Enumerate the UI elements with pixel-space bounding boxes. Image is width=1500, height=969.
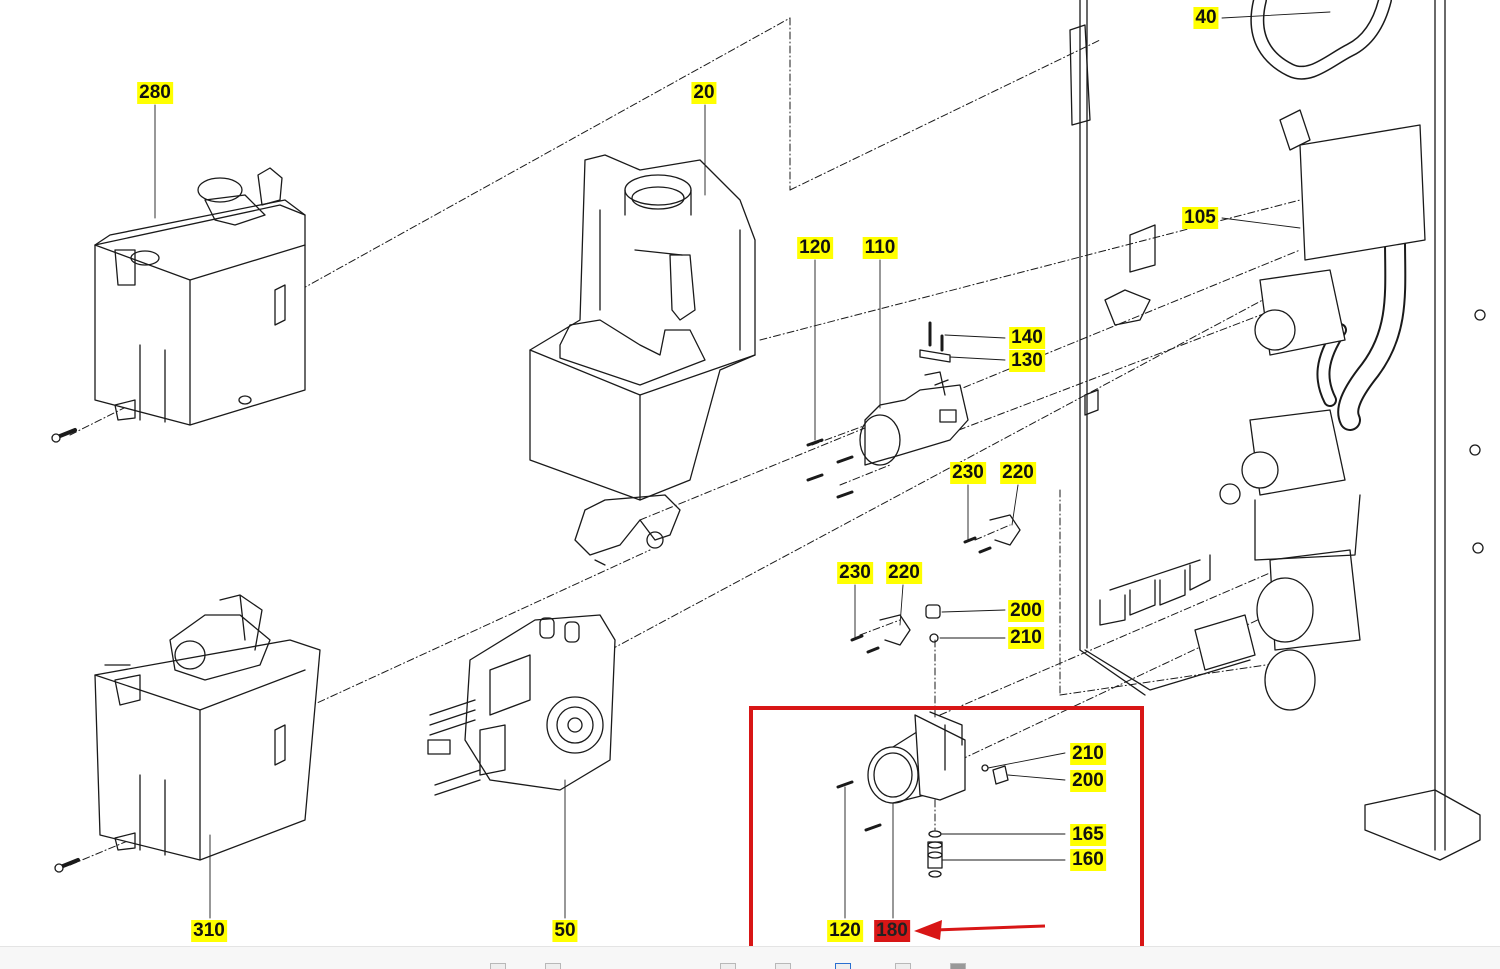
callout-220-lower: 220	[886, 562, 922, 584]
viewer-toolbar	[0, 946, 1500, 969]
callout-200-lower: 200	[1070, 770, 1106, 792]
callout-230-lower: 230	[837, 562, 873, 584]
draw-icon[interactable]	[545, 963, 561, 969]
leader-lines	[154, 11, 1331, 919]
screw-310	[54, 858, 80, 873]
image-icon[interactable]	[720, 963, 736, 969]
callout-230-upper: 230	[950, 462, 986, 484]
callout-180-highlighted: 180	[874, 920, 910, 942]
callout-165: 165	[1070, 824, 1106, 846]
gauge-assembly-180	[836, 711, 1009, 878]
callout-210-lower: 210	[1070, 743, 1106, 765]
clip-220-lower	[850, 614, 911, 654]
callout-140: 140	[1009, 327, 1045, 349]
callout-110: 110	[862, 237, 898, 259]
callout-105: 105	[1182, 207, 1218, 229]
highlight-arrow	[914, 920, 1046, 940]
undo-icon[interactable]	[490, 963, 506, 969]
callout-50: 50	[552, 920, 578, 942]
callout-210-upper: 210	[1008, 627, 1044, 649]
callout-220-upper: 220	[1000, 462, 1036, 484]
side-panel-holes	[1469, 309, 1486, 554]
callout-120-top: 120	[797, 237, 833, 259]
tank-unit-280	[94, 167, 306, 426]
callout-130: 130	[1009, 350, 1045, 372]
pump-block-50	[427, 614, 616, 796]
grid-icon[interactable]	[775, 963, 791, 969]
clip-220-upper	[963, 514, 1021, 554]
screw-280	[51, 428, 77, 443]
callout-200-upper: 200	[1008, 600, 1044, 622]
color-icon[interactable]	[835, 963, 851, 969]
cap-200-upper	[925, 604, 941, 643]
callout-280: 280	[137, 82, 173, 104]
callout-40: 40	[1193, 7, 1219, 29]
callout-20: 20	[691, 82, 717, 104]
bracket-130-140	[919, 321, 951, 363]
note-icon[interactable]	[950, 963, 966, 969]
water-tank-20	[529, 154, 756, 566]
main-frame	[1069, 0, 1481, 861]
tank-unit-310	[94, 594, 321, 861]
valve-110	[859, 371, 969, 466]
page-icon[interactable]	[895, 963, 911, 969]
valve-cluster	[1194, 109, 1426, 711]
callout-120-bottom: 120	[827, 920, 863, 942]
screws-120-top	[806, 438, 854, 499]
callout-310: 310	[191, 920, 227, 942]
callout-160: 160	[1070, 849, 1106, 871]
